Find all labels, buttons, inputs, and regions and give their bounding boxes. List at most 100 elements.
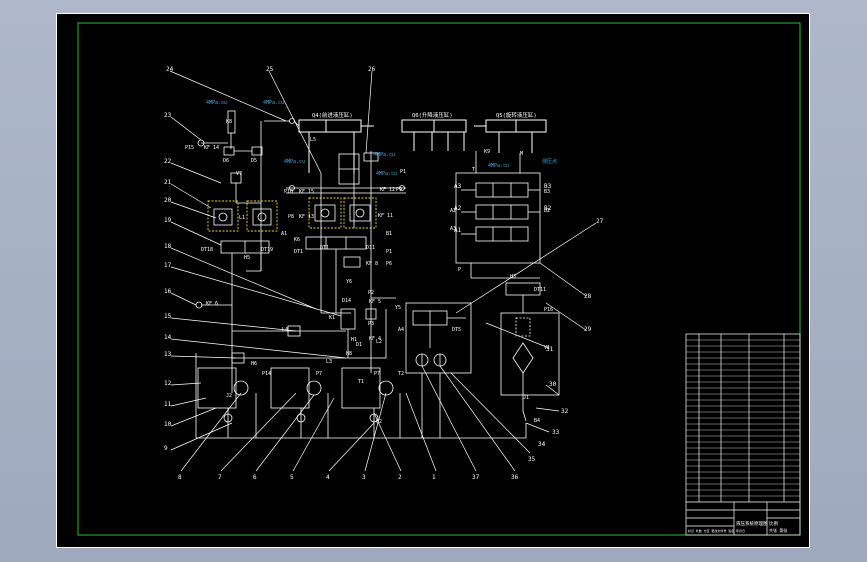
component-label: K6 (294, 237, 300, 243)
component-label: T1 (358, 379, 364, 385)
component-label: Y6 (346, 279, 352, 285)
component-label: B3 (544, 189, 550, 195)
component-label: DT5 (452, 327, 461, 333)
component-label: DT11 (534, 287, 546, 293)
callout-top-25: 25 (266, 66, 274, 73)
component-label: K9 (484, 149, 490, 155)
pressure-note: 4MPa.cu (263, 100, 284, 106)
callout-left-19: 19 (164, 217, 172, 224)
callout-left-12: 12 (164, 380, 172, 387)
component-label: B2 (544, 208, 550, 214)
hidden-box-l1 (207, 197, 377, 232)
component-label: D6 (223, 158, 229, 164)
callout-bottom-8: 8 (178, 474, 182, 481)
component-label: Q2 (376, 419, 382, 425)
component-label: K8 (226, 119, 232, 125)
component-label: P8 (288, 214, 294, 220)
leader-lines (169, 70, 597, 472)
component-label: P7 (374, 371, 380, 377)
component-label: A3 (450, 226, 456, 232)
cylinder-q6-label: Q6(升降液压缸) (412, 111, 453, 119)
callout-left-9: 9 (164, 445, 168, 452)
callout-bottom-5: 5 (290, 474, 294, 481)
callout-left-23: 23 (164, 112, 172, 119)
callout-left-17: 17 (164, 262, 172, 269)
callout-right-27: 27 (596, 218, 604, 225)
component-label: P (458, 267, 461, 273)
component-label: A1 (281, 231, 287, 237)
component-label: H5 (244, 255, 250, 261)
callout-bottom-7: 7 (218, 474, 222, 481)
component-label: P3 (368, 321, 374, 327)
component-label: D5 (251, 158, 257, 164)
callout-bottom-2: 2 (398, 474, 402, 481)
component-label: DT18 (201, 247, 213, 253)
cylinder-q5 (474, 119, 547, 153)
component-label: L5 (310, 137, 316, 143)
component-label: J2 (226, 393, 232, 399)
callout-right-33: 33 (552, 429, 560, 436)
left-circuit (195, 110, 374, 393)
outer-frame (56, 13, 810, 548)
component-label: V1 (544, 345, 550, 351)
component-label: P7 (316, 371, 322, 377)
component-label: DT1 (320, 245, 329, 251)
pressure-note: 4MPa.cu (374, 152, 395, 158)
component-label: KF 13 (299, 214, 314, 220)
component-label: P16 (544, 307, 553, 313)
title-block-rows (686, 339, 800, 497)
component-label: A2 (450, 208, 456, 214)
callout-bottom-3: 3 (362, 474, 366, 481)
valve-port-a1: A1 (454, 227, 462, 234)
component-label: D11 (366, 245, 375, 251)
cylinder-q4-label: Q4(前进液压缸) (312, 111, 353, 119)
component-label: D1 (356, 342, 362, 348)
callout-left-22: 22 (164, 158, 172, 165)
cylinder-q6 (401, 119, 467, 151)
title-block-scale: 比例 (769, 520, 778, 527)
component-label: P10 (284, 189, 293, 195)
callout-bottom-6: 6 (253, 474, 257, 481)
valve-block (455, 151, 541, 279)
component-label: P2 (368, 290, 374, 296)
component-label: V7 (236, 171, 242, 177)
callout-bottom-37: 37 (472, 474, 480, 481)
component-label: KF 4 (369, 336, 381, 342)
valve-port-b2: B2 (544, 205, 552, 212)
callout-right-28: 28 (584, 293, 592, 300)
component-label: M (520, 151, 523, 157)
pressure-note: 4MPa.cu (376, 171, 397, 177)
callout-left-14: 14 (164, 334, 172, 341)
component-label: KF 12 (380, 187, 395, 193)
pressure-note: 4MPa.cu (206, 100, 227, 106)
callout-right-30: 30 (549, 381, 557, 388)
component-label: P9 (396, 187, 402, 193)
valve-l1 (213, 204, 371, 226)
title-block-sheet: 共张 第张 (769, 527, 787, 533)
component-label: L1 (239, 215, 245, 221)
component-label: P1 (386, 249, 392, 255)
valve-port-b3: B3 (544, 183, 552, 190)
component-label: DT1 (294, 249, 303, 255)
callout-left-11: 11 (164, 401, 172, 408)
component-label: L3 (326, 359, 332, 365)
component-label: KF 14 (204, 145, 219, 151)
valve-port-a3: A3 (454, 183, 462, 190)
callout-left-10: 10 (164, 421, 172, 428)
callout-left-16: 16 (164, 288, 172, 295)
component-label: D14 (342, 298, 351, 304)
component-label: L4 (282, 327, 288, 333)
component-label: H1 (351, 337, 357, 343)
callout-left-18: 18 (164, 243, 172, 250)
component-label: KF 15 (299, 189, 314, 195)
component-label: KF 11 (378, 213, 393, 219)
callout-left-20: 20 (164, 197, 172, 204)
title-block-drawing-name: 液压系统原理图 (736, 520, 768, 527)
callout-right-34: 34 (538, 441, 546, 448)
callout-left-15: 15 (164, 313, 172, 320)
cylinder-q4 (298, 119, 374, 173)
